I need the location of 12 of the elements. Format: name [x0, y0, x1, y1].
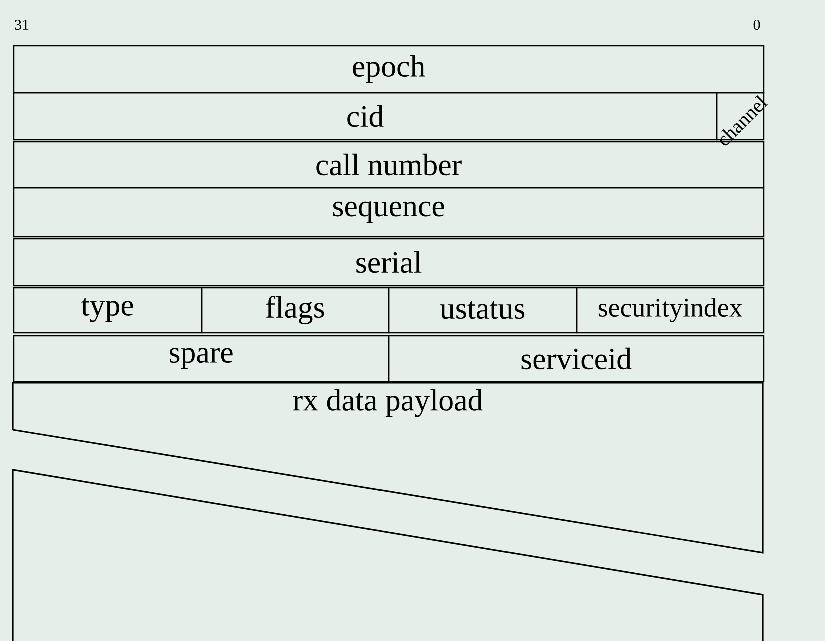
field-box: serviceid [388, 335, 765, 383]
field-box: epoch [13, 45, 765, 94]
field-box: sequence [13, 187, 765, 238]
field-box: serial [13, 238, 765, 287]
field-box: spare [13, 335, 390, 383]
field-box: securityindex [576, 287, 765, 334]
bit-number: 31 [15, 20, 29, 30]
field-box: cid [13, 92, 718, 141]
bit-number: 0 [754, 20, 760, 30]
field-box: type [13, 287, 203, 334]
field-box: flags [201, 287, 390, 334]
field-box: ustatus [388, 287, 578, 334]
